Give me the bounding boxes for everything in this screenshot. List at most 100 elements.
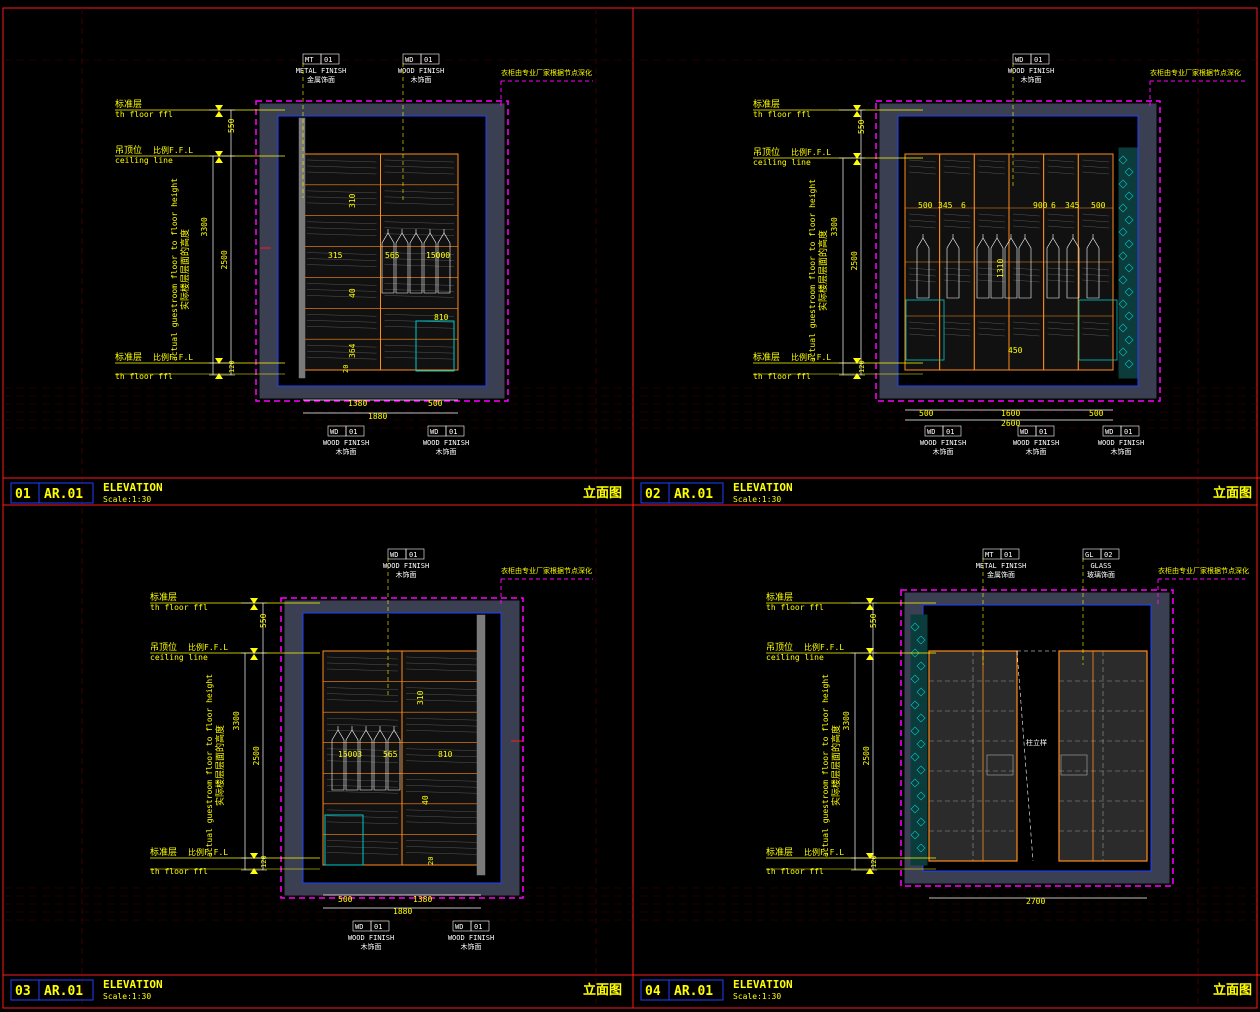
view-number: 01	[15, 487, 31, 502]
inner-dim: 40	[421, 795, 430, 805]
wood-grain	[1047, 165, 1075, 169]
dim-horizontal-value: 1880	[368, 412, 387, 421]
inner-dim: 345	[1065, 201, 1080, 210]
wood-grain	[1012, 267, 1040, 271]
vertical-note-cn: 实际楼层层面的高度	[817, 230, 829, 311]
wood-grain	[384, 227, 455, 230]
wood-grain	[405, 687, 478, 690]
dim-vertical-value: 2500	[252, 746, 261, 765]
finish-tag-num: 01	[424, 56, 432, 64]
wood-grain	[306, 289, 377, 292]
wood-grain	[1082, 225, 1110, 229]
finish-tag-num: 01	[349, 428, 357, 436]
wood-grain	[1012, 159, 1040, 163]
finish-tag-cn: 木饰面	[933, 447, 954, 456]
level-bottom-cn: 标准层	[766, 846, 793, 858]
finish-tag-en: WOOD FINISH	[1008, 67, 1054, 75]
callout-note: 衣柜由专业厂家根据节点深化	[1150, 68, 1241, 77]
dim-vertical-value: 550	[857, 119, 866, 134]
title-ref-box	[38, 979, 94, 1001]
diamond-pattern-icon	[910, 752, 920, 762]
wood-grain	[1082, 219, 1110, 223]
diamond-pattern-icon	[1124, 239, 1134, 249]
dim-vertical-value: 2500	[850, 251, 859, 270]
wood-grain	[326, 687, 399, 690]
inner-dim: 500	[1091, 201, 1106, 210]
extent-boundary	[875, 100, 1161, 402]
wood-grain	[384, 350, 455, 354]
wood-grain	[306, 326, 377, 329]
finish-tag-cn: 木饰面	[361, 942, 382, 951]
wood-grain	[405, 809, 478, 813]
wood-grain	[405, 821, 478, 825]
finish-tag-num-box	[345, 425, 365, 437]
level-ceiling-code: 比例F.F.L	[804, 642, 844, 652]
wood-grain	[943, 165, 971, 169]
dim-vertical-value: 120	[858, 360, 866, 373]
finish-tag-num: 02	[1104, 551, 1112, 559]
garment-icon	[409, 232, 423, 294]
wood-grain	[306, 190, 377, 194]
level-top-en: th floor ffl	[753, 110, 811, 119]
level-ceiling-en: ceiling line	[150, 653, 208, 662]
diamond-pattern-icon	[916, 817, 926, 827]
level-marker-icon	[215, 151, 223, 163]
wood-grain	[908, 165, 936, 169]
finish-tag-en: WOOD FINISH	[398, 67, 444, 75]
finish-tag-cn: 木饰面	[396, 570, 417, 579]
level-ceiling-code: 比例F.F.L	[153, 145, 193, 155]
wood-grain	[1012, 333, 1040, 337]
view-title: ELEVATION	[103, 978, 163, 991]
level-marker-icon	[215, 105, 223, 117]
wood-grain	[384, 221, 455, 224]
wood-grain	[405, 717, 478, 721]
wood-grain	[1047, 321, 1075, 325]
wood-grain	[908, 279, 936, 283]
finish-tag-num: 01	[946, 428, 954, 436]
finish-tag-num-box	[445, 425, 465, 437]
garment-icon	[1004, 237, 1018, 299]
view-title: ELEVATION	[103, 481, 163, 494]
level-marker-icon	[853, 105, 861, 117]
garment-icon	[946, 237, 960, 299]
level-top-en: th floor ffl	[766, 603, 824, 612]
diamond-pattern-icon	[1124, 287, 1134, 297]
wood-grain	[306, 252, 377, 255]
wood-grain	[306, 344, 377, 348]
wood-grain	[1047, 267, 1075, 271]
finish-tag-cn: 木饰面	[1021, 75, 1042, 84]
wood-grain	[908, 219, 936, 223]
finish-tag-en: WOOD FINISH	[1013, 439, 1059, 447]
wood-grain	[1047, 273, 1075, 277]
wood-grain	[306, 356, 377, 360]
inner-dim: 20	[427, 857, 435, 865]
wood-grain	[326, 693, 399, 696]
wood-grain	[978, 213, 1006, 217]
diamond-pattern-icon	[1118, 251, 1128, 261]
wood-grain	[1012, 279, 1040, 283]
finish-tag-num: 01	[409, 551, 417, 559]
view-scale: Scale:1:30	[103, 992, 151, 1001]
finish-tag-num: 01	[1034, 56, 1042, 64]
wood-grain	[306, 159, 377, 163]
garment-icon	[990, 237, 1004, 299]
diamond-pattern-icon	[1124, 263, 1134, 273]
title-ref-box	[38, 482, 94, 504]
wood-grain	[1012, 165, 1040, 169]
inner-dim: 15003	[338, 750, 362, 759]
wood-grain	[384, 344, 455, 348]
wood-grain	[384, 326, 455, 329]
diamond-pattern-icon	[916, 687, 926, 697]
finish-tag-code: WD	[455, 923, 463, 931]
wood-grain	[943, 213, 971, 217]
inner-dim: 450	[1008, 346, 1023, 355]
wood-grain	[326, 791, 399, 794]
dim-vertical-value: 550	[227, 118, 236, 133]
level-marker-icon	[250, 853, 258, 874]
dim-horizontal-value: 1600	[1001, 409, 1020, 418]
level-bottom-cn: 标准层	[115, 351, 142, 363]
finish-tag-code: WD	[405, 56, 413, 64]
vertical-note-cn: 实际楼层层面的高度	[214, 725, 226, 806]
finish-tag-num-box	[1000, 548, 1020, 560]
